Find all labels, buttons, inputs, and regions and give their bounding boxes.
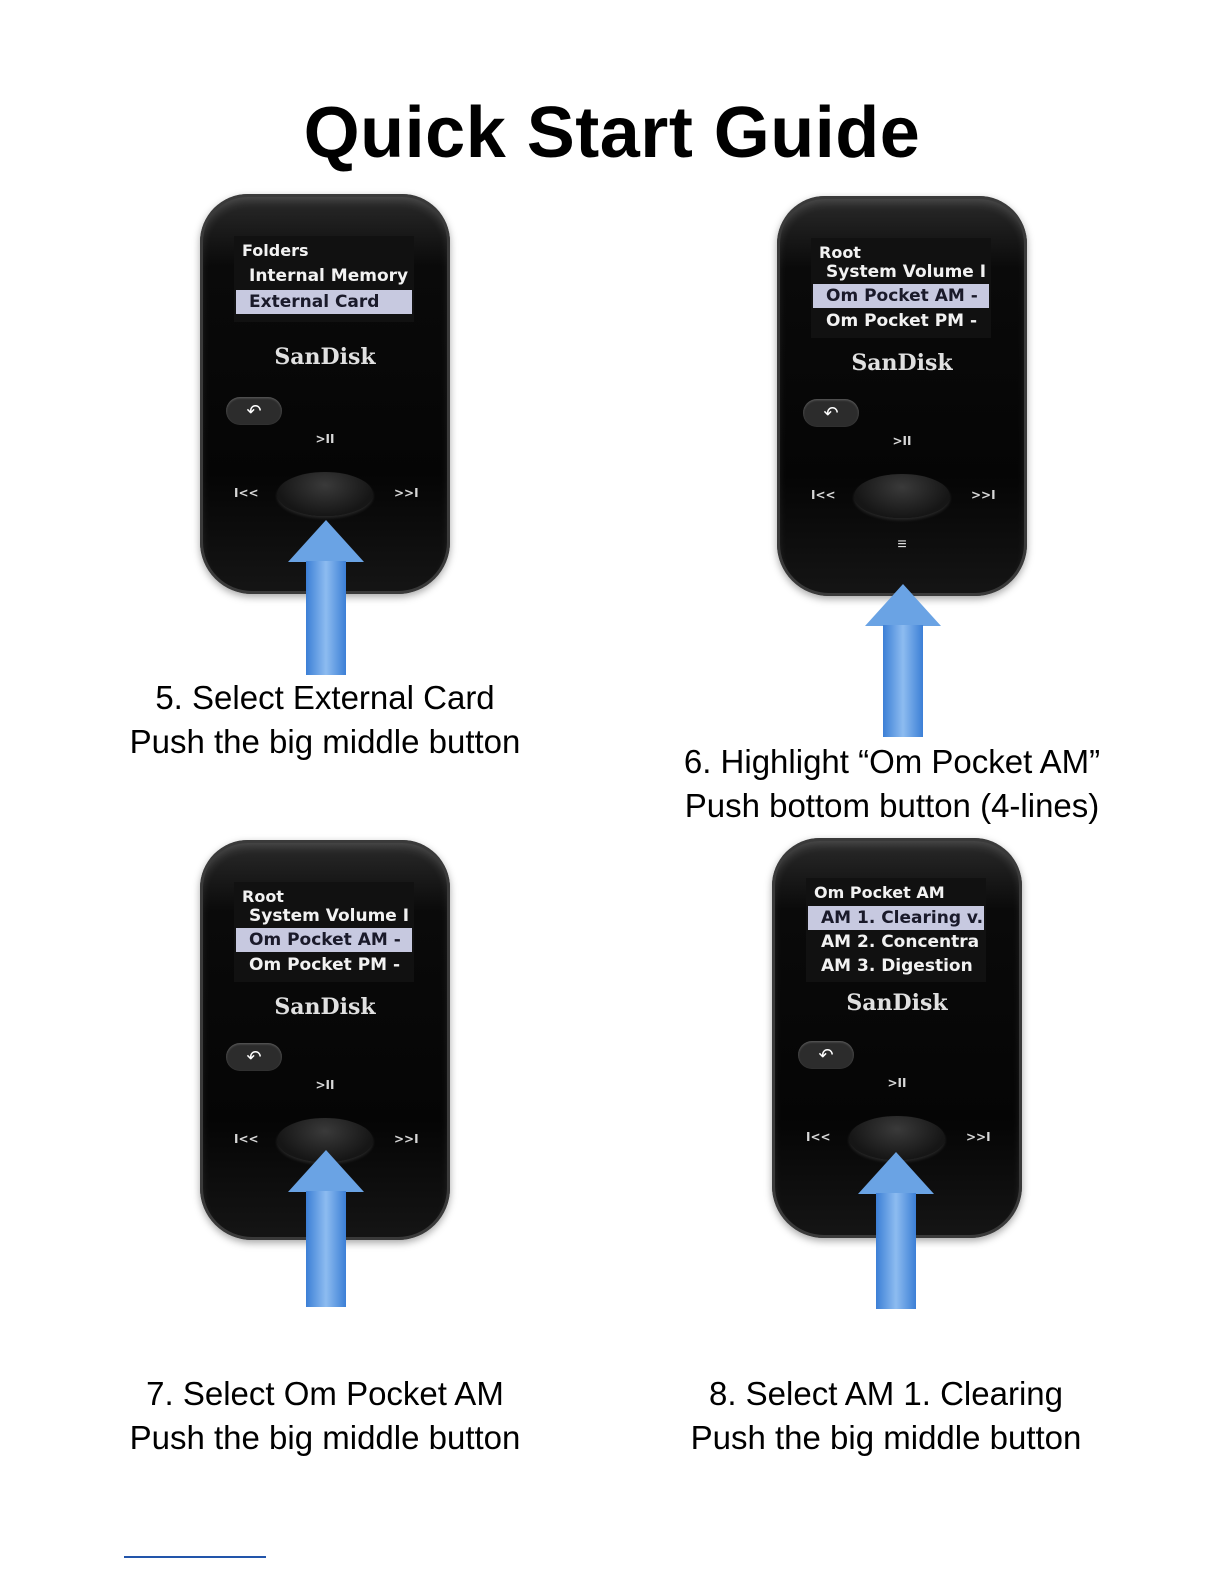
next-label: >>I <box>394 486 419 500</box>
back-button[interactable]: ↶ <box>798 1041 854 1069</box>
play-pause-label: >II <box>315 432 335 446</box>
screen-header: Folders <box>242 241 309 260</box>
screen-row: AM 2. Concentra <box>821 932 980 952</box>
footer-rule <box>124 1556 266 1558</box>
up-arrow-icon <box>865 584 941 737</box>
caption-line-2: Push the big middle button <box>129 723 521 760</box>
back-button[interactable]: ↶ <box>803 399 859 427</box>
step-7-caption: 7. Select Om Pocket AM Push the big midd… <box>75 1372 575 1460</box>
next-label: >>I <box>394 1132 419 1146</box>
player-screen: Root System Volume I Om Pocket AM - Om P… <box>234 882 414 982</box>
back-arrow-icon: ↶ <box>818 1045 834 1065</box>
next-label: >>I <box>966 1130 991 1144</box>
page-title: Quick Start Guide <box>303 93 921 173</box>
screen-row-selected: Om Pocket AM - <box>236 928 412 952</box>
brand-logo: SanDisk <box>851 350 953 376</box>
play-pause-label: >II <box>887 1076 907 1090</box>
screen-row: AM 3. Digestion <box>821 956 973 976</box>
previous-label: I<< <box>234 486 259 500</box>
screen-header: Root <box>242 887 284 906</box>
up-arrow-icon <box>288 520 364 675</box>
brand-logo: SanDisk <box>274 344 376 370</box>
screen-row: System Volume I <box>826 262 987 282</box>
screen-row: Internal Memory <box>249 266 409 286</box>
previous-label: I<< <box>806 1130 831 1144</box>
caption-line-2: Push the big middle button <box>129 1419 521 1456</box>
player-screen: Root System Volume I Om Pocket AM - Om P… <box>811 238 991 338</box>
screen-header: Root <box>819 243 861 262</box>
back-arrow-icon: ↶ <box>823 403 839 423</box>
brand-logo: SanDisk <box>274 994 376 1020</box>
caption-line-1: 6. Highlight “Om Pocket AM” <box>683 743 1101 780</box>
sandisk-player-step-5: Folders Internal Memory External Card Sa… <box>200 194 450 594</box>
screen-row-selected: External Card <box>236 290 412 314</box>
caption-line-2: Push bottom button (4-lines) <box>684 787 1100 824</box>
caption-line-1: 7. Select Om Pocket AM <box>146 1375 504 1412</box>
caption-line-2: Push the big middle button <box>690 1419 1082 1456</box>
back-button[interactable]: ↶ <box>226 397 282 425</box>
next-label: >>I <box>971 488 996 502</box>
previous-label: I<< <box>811 488 836 502</box>
step-5-caption: 5. Select External Card Push the big mid… <box>75 676 575 764</box>
caption-line-1: 8. Select AM 1. Clearing <box>708 1375 1063 1412</box>
screen-row: System Volume I <box>249 906 410 926</box>
back-arrow-icon: ↶ <box>246 401 262 421</box>
up-arrow-icon <box>858 1152 934 1309</box>
previous-label: I<< <box>234 1132 259 1146</box>
step-8-caption: 8. Select AM 1. Clearing Push the big mi… <box>636 1372 1136 1460</box>
middle-button[interactable] <box>854 474 950 518</box>
screen-row: Om Pocket PM - <box>826 311 978 331</box>
step-6-caption: 6. Highlight “Om Pocket AM” Push bottom … <box>642 740 1142 828</box>
play-pause-label: >II <box>315 1078 335 1092</box>
menu-lines-icon[interactable]: ≡ <box>897 536 907 553</box>
player-screen: Folders Internal Memory External Card <box>234 236 414 322</box>
back-button[interactable]: ↶ <box>226 1043 282 1071</box>
screen-row-selected: AM 1. Clearing v. <box>808 906 984 930</box>
sandisk-player-step-6: Root System Volume I Om Pocket AM - Om P… <box>777 196 1027 596</box>
screen-row: Om Pocket PM - <box>249 955 401 975</box>
middle-button[interactable] <box>277 472 373 516</box>
screen-row-selected: Om Pocket AM - <box>813 284 989 308</box>
brand-logo: SanDisk <box>846 990 948 1016</box>
caption-line-1: 5. Select External Card <box>155 679 495 716</box>
play-pause-label: >II <box>892 434 912 448</box>
screen-header: Om Pocket AM <box>814 883 945 902</box>
back-arrow-icon: ↶ <box>246 1047 262 1067</box>
up-arrow-icon <box>288 1150 364 1307</box>
player-screen: Om Pocket AM AM 1. Clearing v. AM 2. Con… <box>806 878 986 982</box>
